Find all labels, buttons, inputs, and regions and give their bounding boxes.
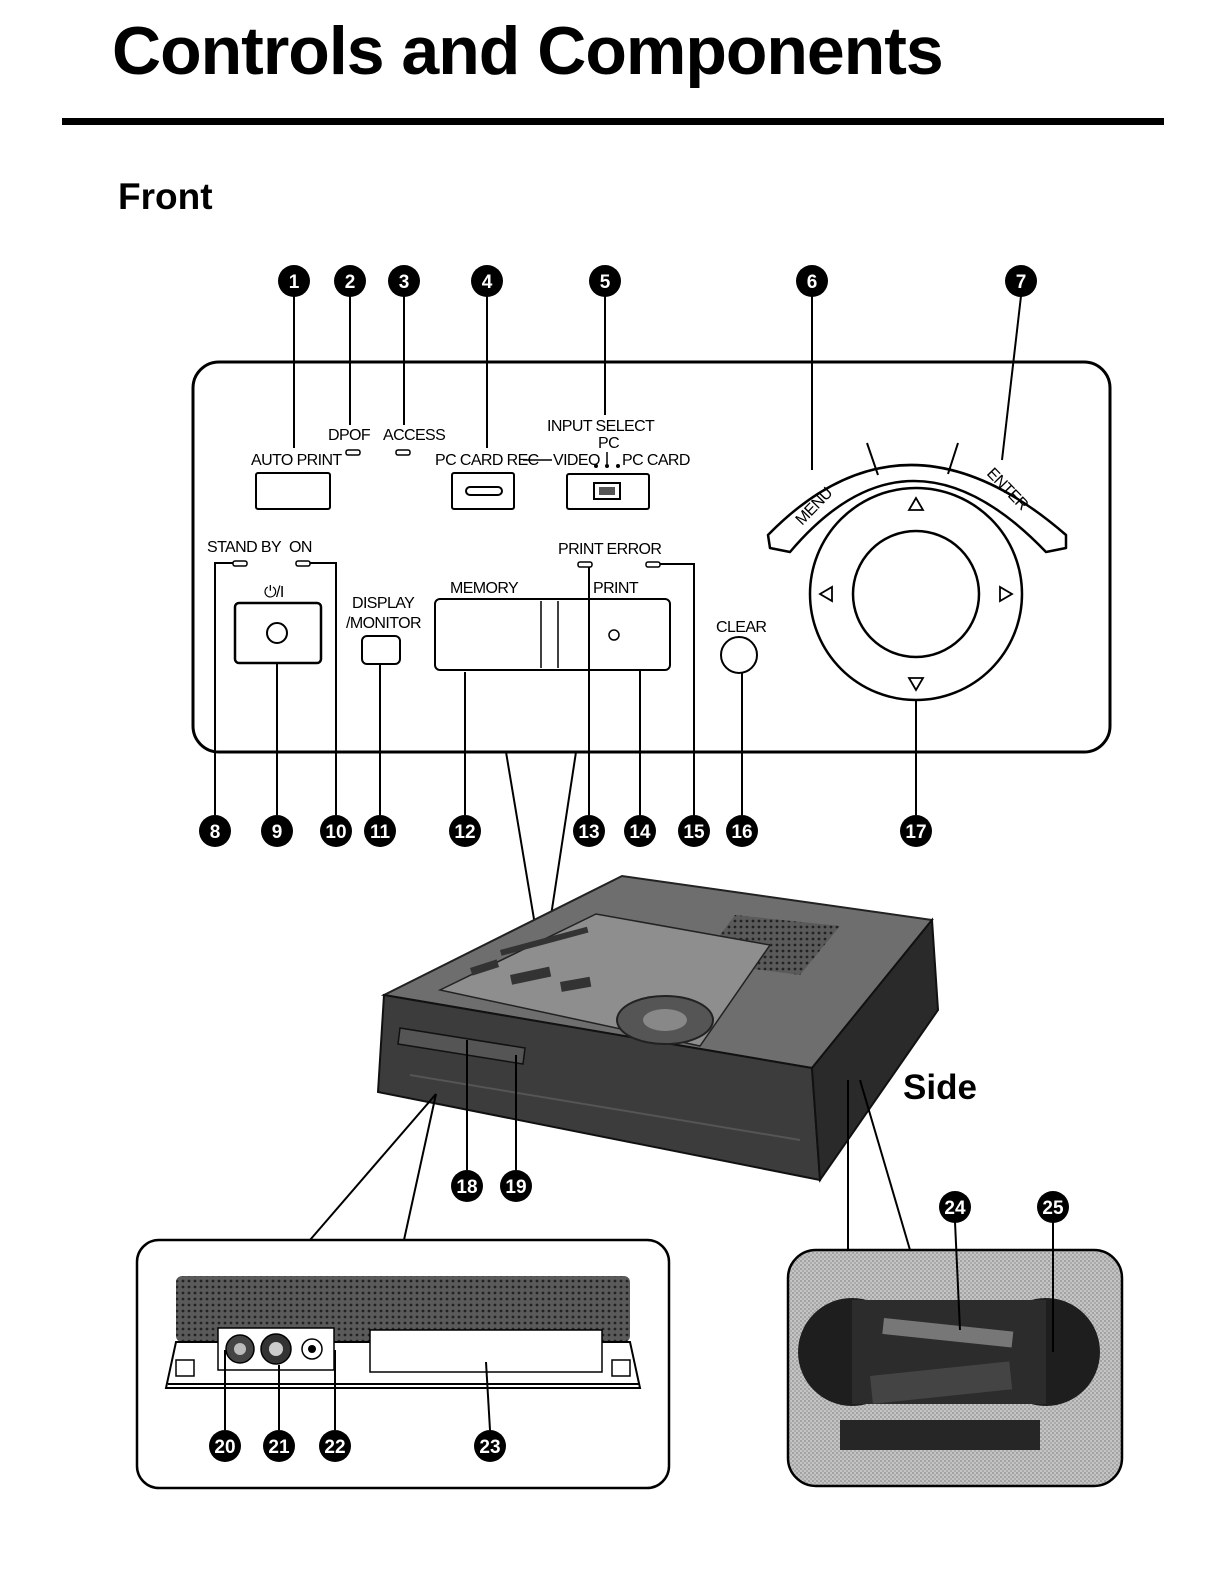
callout-9: 9 [272, 822, 283, 843]
on-label: ON [289, 539, 312, 556]
device-callouts: 18 19 [451, 1170, 532, 1202]
callout-5: 5 [600, 272, 611, 293]
side-cassette-inset: 24 25 [788, 1191, 1122, 1486]
access-indicator [396, 450, 410, 455]
callout-13: 13 [578, 822, 599, 843]
on-indicator [296, 561, 310, 566]
input-select-pc-label: PC [598, 435, 619, 452]
input-select-video-label: VIDEO [553, 452, 600, 469]
memory-print-button[interactable] [435, 599, 670, 670]
callout-14: 14 [629, 822, 651, 843]
callout-1: 1 [289, 272, 300, 293]
print-error-label: PRINT ERROR [558, 541, 661, 558]
clear-button[interactable] [721, 637, 757, 673]
dpof-indicator [346, 450, 360, 455]
stand-by-indicator [233, 561, 247, 566]
stand-by-label: STAND BY [207, 539, 282, 556]
callout-23: 23 [479, 1437, 500, 1458]
access-label: ACCESS [383, 427, 445, 444]
power-label: ⏻/I [264, 584, 284, 601]
callout-22: 22 [324, 1437, 345, 1458]
print-indicator [578, 562, 592, 567]
monitor-label: /MONITOR [346, 615, 421, 632]
printer-device-illustration [378, 876, 938, 1180]
center-dial[interactable] [853, 531, 979, 657]
dpof-label: DPOF [328, 427, 371, 444]
callout-25: 25 [1042, 1198, 1064, 1219]
callout-18: 18 [456, 1177, 477, 1198]
top-callouts: 1 2 3 4 5 6 7 [278, 265, 1037, 297]
display-monitor-button[interactable] [362, 636, 400, 664]
callout-4: 4 [482, 272, 493, 293]
callout-21: 21 [268, 1437, 290, 1458]
callout-17: 17 [905, 822, 926, 843]
callout-12: 12 [454, 822, 475, 843]
callout-15: 15 [683, 822, 705, 843]
print-label: PRINT [593, 580, 639, 597]
callout-6: 6 [807, 272, 818, 293]
callout-11: 11 [370, 822, 391, 843]
input-select-label: INPUT SELECT [547, 418, 655, 435]
callout-16: 16 [731, 822, 752, 843]
clear-label: CLEAR [716, 619, 766, 636]
callout-19: 19 [505, 1177, 526, 1198]
display-label: DISPLAY [352, 595, 415, 612]
callout-24: 24 [944, 1198, 966, 1219]
side-heading: Side [903, 1068, 977, 1107]
error-indicator [646, 562, 660, 567]
callout-2: 2 [345, 272, 356, 293]
front-connectors-inset: 20 21 22 23 [137, 1240, 669, 1488]
callout-20: 20 [214, 1437, 235, 1458]
callout-10: 10 [325, 822, 346, 843]
input-select-pc-card-label: PC CARD [622, 452, 690, 469]
auto-print-label: AUTO PRINT [251, 452, 342, 469]
callout-3: 3 [399, 272, 410, 293]
callout-8: 8 [210, 822, 221, 843]
auto-print-button[interactable] [256, 473, 330, 509]
callout-7: 7 [1016, 272, 1027, 293]
memory-label: MEMORY [450, 580, 519, 597]
